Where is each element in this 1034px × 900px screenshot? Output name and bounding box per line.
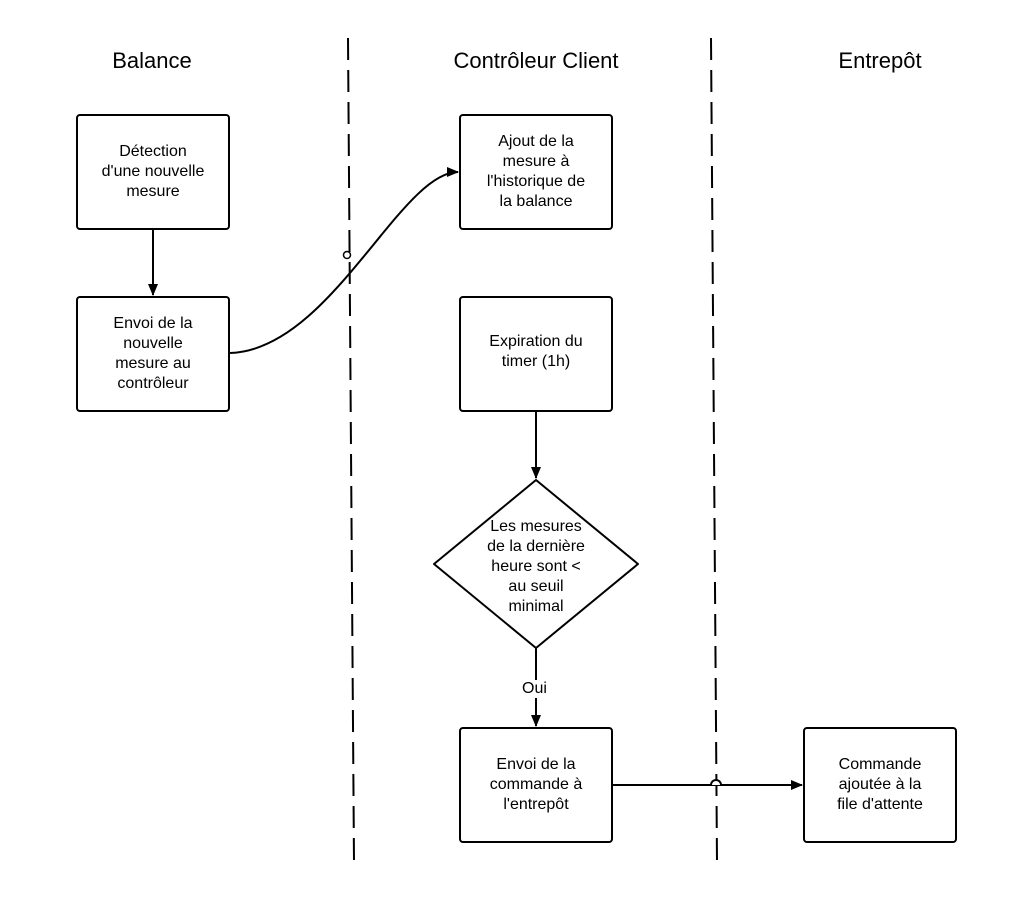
node-commande-ajoutee: Commande ajoutée à la file d'attente	[803, 727, 957, 843]
decision-diamond	[433, 479, 639, 649]
node-ajout-mesure: Ajout de la mesure à l'historique de la …	[459, 114, 613, 230]
lane-title-balance: Balance	[112, 48, 192, 73]
line-jump-left	[342, 250, 352, 260]
node-detection: Détection d'une nouvelle mesure	[76, 114, 230, 230]
line-jump-right	[710, 779, 722, 786]
lane-separator-left	[347, 37, 355, 863]
node-expiration-label: Expiration du timer (1h)	[489, 333, 583, 370]
node-detection-label: Détection d'une nouvelle mesure	[101, 143, 205, 200]
lane-title-entrepot: Entrepôt	[838, 48, 922, 73]
node-envoi-commande: Envoi de la commande à l'entrepôt	[459, 727, 613, 843]
edge-label-oui: Oui	[520, 680, 549, 698]
lane-title-controleur: Contrôleur Client	[453, 48, 619, 73]
node-envoi-mesure: Envoi de la nouvelle mesure au contrôleu…	[76, 296, 230, 412]
lane-separator-right	[710, 37, 718, 863]
node-envoi-mesure-label: Envoi de la nouvelle mesure au contrôleu…	[113, 315, 193, 392]
node-decision: Les mesures de la dernière heure sont < …	[446, 514, 626, 620]
node-envoi-commande-label: Envoi de la commande à l'entrepôt	[489, 756, 583, 813]
node-commande-ajoutee-label: Commande ajoutée à la file d'attente	[837, 756, 923, 813]
edge-envoi-to-ajout	[229, 167, 459, 354]
node-expiration: Expiration du timer (1h)	[459, 296, 613, 412]
node-decision-label: Les mesures de la dernière heure sont < …	[487, 518, 585, 615]
node-ajout-mesure-label: Ajout de la mesure à l'historique de la …	[486, 133, 586, 210]
